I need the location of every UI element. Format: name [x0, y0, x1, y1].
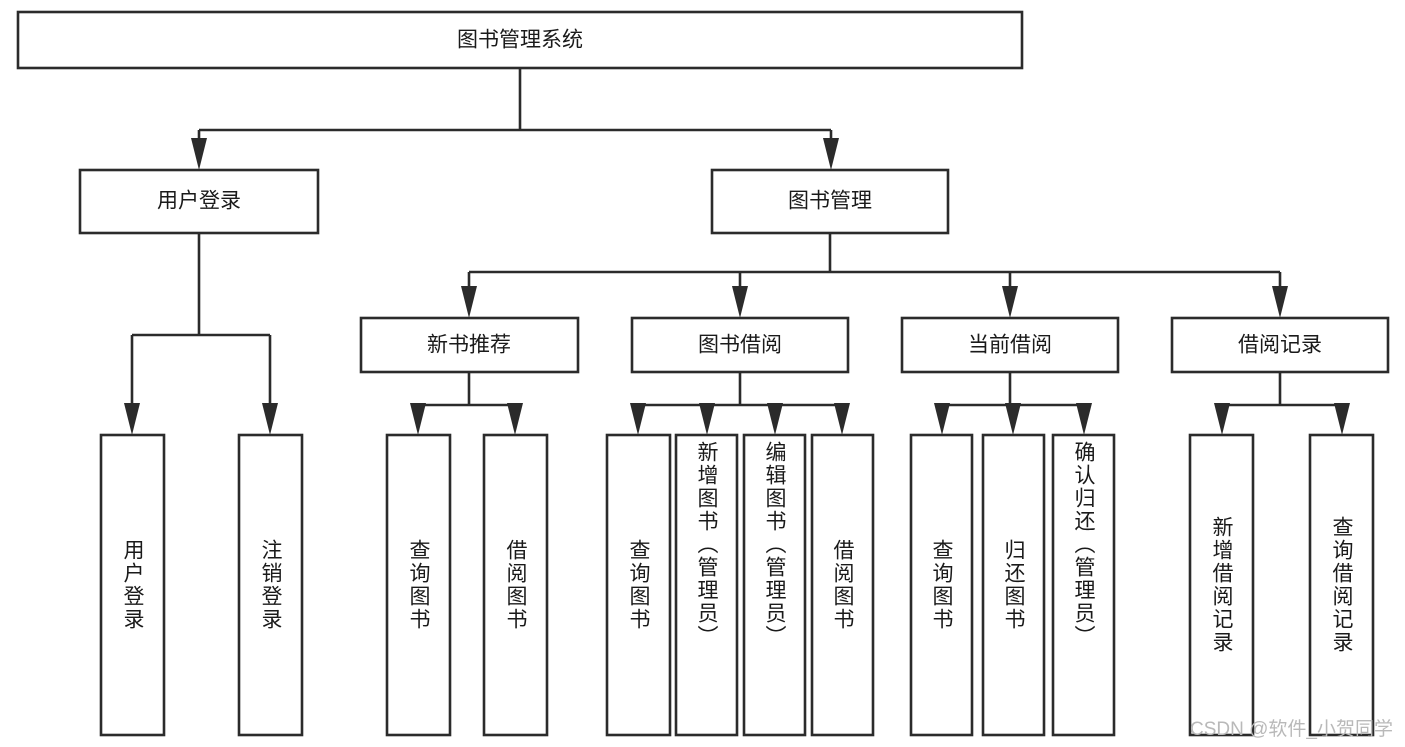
arrow-head-borrow-record [1272, 286, 1288, 318]
node-book-borrow-label: 图书借阅 [698, 334, 782, 357]
arrow-head-book-borrow [732, 286, 748, 318]
arrow-head-leaf-user-login [124, 403, 140, 435]
node-new-book-recommend-box[interactable] [359, 316, 580, 374]
node-user-login-box[interactable] [78, 168, 320, 235]
csdn-watermark: CSDN @软件_小贺同学 [1190, 719, 1393, 740]
node-borrow-record-box[interactable] [1170, 316, 1390, 374]
node-leaf-return-book-box[interactable] [981, 433, 1046, 737]
arrow-head-leaf-add-borrow-record [1214, 403, 1230, 435]
arrow-head-book-manage [823, 138, 839, 170]
node-root-label: 图书管理系统 [457, 29, 583, 52]
node-current-borrow[interactable]: 当前借阅 [900, 316, 1120, 374]
node-book-borrow[interactable]: 图书借阅 [630, 316, 850, 374]
node-current-borrow-box[interactable] [900, 316, 1120, 374]
arrow-head-leaf-query-book-current [934, 403, 950, 435]
arrow-head-new-book-recommend [461, 286, 477, 318]
leaf-box-layer [99, 433, 1375, 737]
arrow-head-leaf-borrow-book [834, 403, 850, 435]
node-user-login-label: 用户登录 [157, 190, 241, 213]
node-leaf-query-borrow-record-box[interactable] [1308, 433, 1375, 737]
arrow-head-leaf-borrow-book-recommend [507, 403, 523, 435]
node-new-book-recommend[interactable]: 新书推荐 [359, 316, 580, 374]
node-new-book-recommend-label: 新书推荐 [427, 334, 511, 357]
node-leaf-user-login-box[interactable] [99, 433, 166, 737]
node-root-box[interactable] [16, 10, 1024, 70]
arrow-head-leaf-add-book-admin [699, 403, 715, 435]
arrow-head-leaf-query-borrow-record [1334, 403, 1350, 435]
arrow-head-leaf-edit-book-admin [767, 403, 783, 435]
arrow-head-leaf-confirm-return-admin [1076, 403, 1092, 435]
node-borrow-record[interactable]: 借阅记录 [1170, 316, 1390, 374]
arrow-head-current-borrow [1002, 286, 1018, 318]
arrow-head-leaf-logout [262, 403, 278, 435]
node-book-manage-box[interactable] [710, 168, 950, 235]
node-leaf-add-borrow-record-box[interactable] [1188, 433, 1255, 737]
node-leaf-logout-box[interactable] [237, 433, 304, 737]
node-user-login[interactable]: 用户登录 [78, 168, 320, 235]
arrow-head-leaf-return-book [1005, 403, 1021, 435]
arrow-head-user-login [191, 138, 207, 170]
node-book-manage-label: 图书管理 [788, 190, 872, 213]
node-leaf-query-book-recommend-box[interactable] [385, 433, 452, 737]
node-leaf-add-book-admin-box[interactable] [674, 433, 739, 737]
node-book-manage[interactable]: 图书管理 [710, 168, 950, 235]
node-root[interactable]: 图书管理系统 [16, 10, 1024, 70]
node-borrow-record-label: 借阅记录 [1238, 334, 1322, 357]
node-book-borrow-box[interactable] [630, 316, 850, 374]
node-leaf-borrow-book-box[interactable] [810, 433, 875, 737]
node-leaf-query-book-current-box[interactable] [909, 433, 974, 737]
connector-layer [124, 68, 1350, 435]
node-leaf-query-book-borrow-box[interactable] [605, 433, 672, 737]
node-current-borrow-label: 当前借阅 [968, 334, 1052, 357]
arrow-head-leaf-query-book-borrow [630, 403, 646, 435]
node-leaf-confirm-return-admin-box[interactable] [1051, 433, 1116, 737]
node-leaf-edit-book-admin-box[interactable] [742, 433, 807, 737]
arrow-head-leaf-query-book-recommend [410, 403, 426, 435]
node-leaf-borrow-book-recommend-box[interactable] [482, 433, 549, 737]
